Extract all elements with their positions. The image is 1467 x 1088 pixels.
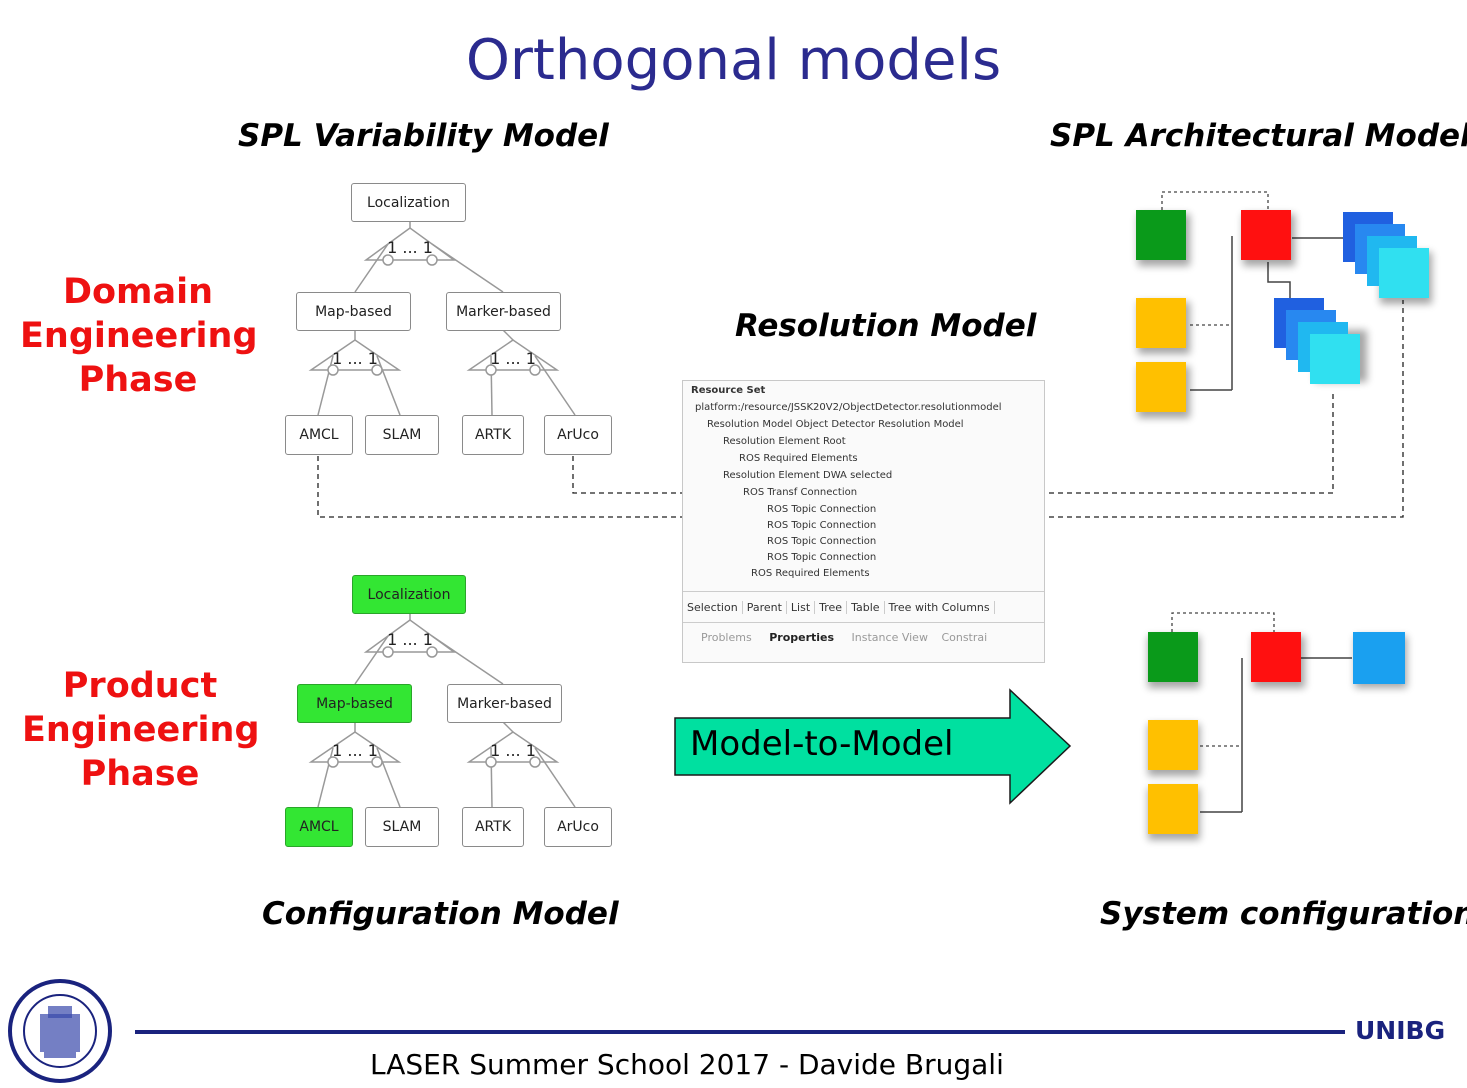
config-node-root-selected: Localization xyxy=(352,575,466,614)
tab-parent[interactable]: Parent xyxy=(743,600,787,614)
config-cardinality-marker: 1 ... 1 xyxy=(490,741,536,760)
cardinality-marker: 1 ... 1 xyxy=(490,349,536,368)
architectural-model-heading: SPL Architectural Model xyxy=(1050,118,1467,154)
domain-engineering-phase-label: Domain Engineering Phase xyxy=(20,270,258,402)
res-row-dwa-selected[interactable]: Resolution Element DWA selected xyxy=(723,470,893,481)
university-seal-logo xyxy=(8,979,112,1083)
res-editor-tabs: Selection Parent List Tree Table Tree wi… xyxy=(683,591,1044,623)
footer-caption: LASER Summer School 2017 - Davide Brugal… xyxy=(370,1048,1004,1081)
arch-component-green xyxy=(1136,210,1186,260)
arch-component-yellow-1 xyxy=(1136,298,1186,348)
configuration-model-heading: Configuration Model xyxy=(262,896,619,932)
config-cardinality-root: 1 ... 1 xyxy=(387,630,433,649)
sys-component-green xyxy=(1148,632,1198,682)
res-row-resolution-model[interactable]: Resolution Model Object Detector Resolut… xyxy=(707,419,964,430)
model-to-model-label: Model-to-Model xyxy=(690,724,954,764)
feature-node-artk: ARTK xyxy=(462,415,524,455)
view-tab-properties[interactable]: Properties xyxy=(769,631,835,644)
sys-component-red xyxy=(1251,632,1301,682)
arch-component-yellow-2 xyxy=(1136,362,1186,412)
view-tab-instance-view[interactable]: Instance View xyxy=(851,631,928,644)
model-to-model-arrow xyxy=(674,688,1072,805)
res-view-tabs: Problems Properties Instance View Constr… xyxy=(683,631,1044,644)
product-engineering-phase-label: Product Engineering Phase xyxy=(22,664,260,796)
tab-list[interactable]: List xyxy=(787,600,816,614)
config-cardinality-map: 1 ... 1 xyxy=(332,741,378,760)
system-configuration-heading: System configuration xyxy=(1100,896,1467,932)
feature-node-root: Localization xyxy=(351,183,466,222)
res-row-topic-connection-3[interactable]: ROS Topic Connection xyxy=(767,536,877,547)
cardinality-root: 1 ... 1 xyxy=(387,238,433,257)
domain-line-3: Phase xyxy=(78,360,198,400)
tab-selection[interactable]: Selection xyxy=(683,600,743,614)
system-configuration-diagram xyxy=(1148,632,1407,840)
architectural-model-diagram xyxy=(1136,210,1432,418)
tab-tree[interactable]: Tree xyxy=(815,600,848,614)
resolution-model-heading: Resolution Model xyxy=(735,308,1037,344)
arch-component-stack-a xyxy=(1343,212,1429,298)
feature-node-slam: SLAM xyxy=(365,415,439,455)
feature-node-amcl: AMCL xyxy=(285,415,353,455)
sys-component-yellow-2 xyxy=(1148,784,1198,834)
res-row-resource-set[interactable]: Resource Set xyxy=(691,385,766,396)
arch-component-stack-b xyxy=(1274,298,1360,384)
res-row-required-elements-2[interactable]: ROS Required Elements xyxy=(751,568,870,579)
resolution-model-panel: Resource Set platform:/resource/JSSK20V2… xyxy=(682,380,1045,663)
config-node-artk: ARTK xyxy=(462,807,524,847)
res-row-element-root[interactable]: Resolution Element Root xyxy=(723,436,846,447)
view-tab-problems[interactable]: Problems xyxy=(701,631,752,644)
slide-title: Orthogonal models xyxy=(465,28,1002,93)
res-row-platform[interactable]: platform:/resource/JSSK20V2/ObjectDetect… xyxy=(695,402,1002,413)
tab-table[interactable]: Table xyxy=(847,600,885,614)
res-row-required-elements[interactable]: ROS Required Elements xyxy=(739,453,858,464)
sys-component-blue xyxy=(1353,632,1405,684)
view-tab-constraints[interactable]: Constrai xyxy=(941,631,988,644)
config-node-map-based-selected: Map-based xyxy=(297,684,412,723)
res-row-transf-connection[interactable]: ROS Transf Connection xyxy=(743,487,858,498)
product-line-2: Engineering xyxy=(22,710,260,750)
res-row-topic-connection-2[interactable]: ROS Topic Connection xyxy=(767,520,877,531)
product-line-1: Product xyxy=(62,666,218,706)
product-line-3: Phase xyxy=(80,754,200,794)
tab-tree-with-columns[interactable]: Tree with Columns xyxy=(885,600,995,614)
sys-component-yellow-1 xyxy=(1148,720,1198,770)
feature-node-aruco: ArUco xyxy=(544,415,612,455)
config-node-amcl-selected: AMCL xyxy=(285,807,353,847)
domain-line-1: Domain xyxy=(62,272,214,312)
domain-line-2: Engineering xyxy=(20,316,258,356)
feature-node-map-based: Map-based xyxy=(296,292,411,331)
config-node-aruco: ArUco xyxy=(544,807,612,847)
feature-node-marker-based: Marker-based xyxy=(446,292,561,331)
config-node-slam: SLAM xyxy=(365,807,439,847)
config-node-marker-based: Marker-based xyxy=(447,684,562,723)
cardinality-map: 1 ... 1 xyxy=(332,349,378,368)
variability-model-heading: SPL Variability Model xyxy=(238,118,609,154)
arch-component-red xyxy=(1241,210,1291,260)
res-row-topic-connection-1[interactable]: ROS Topic Connection xyxy=(767,504,877,515)
unibg-brand: UNIBG xyxy=(1355,1016,1446,1045)
footer-divider xyxy=(135,1030,1345,1034)
res-row-topic-connection-4[interactable]: ROS Topic Connection xyxy=(767,552,877,563)
